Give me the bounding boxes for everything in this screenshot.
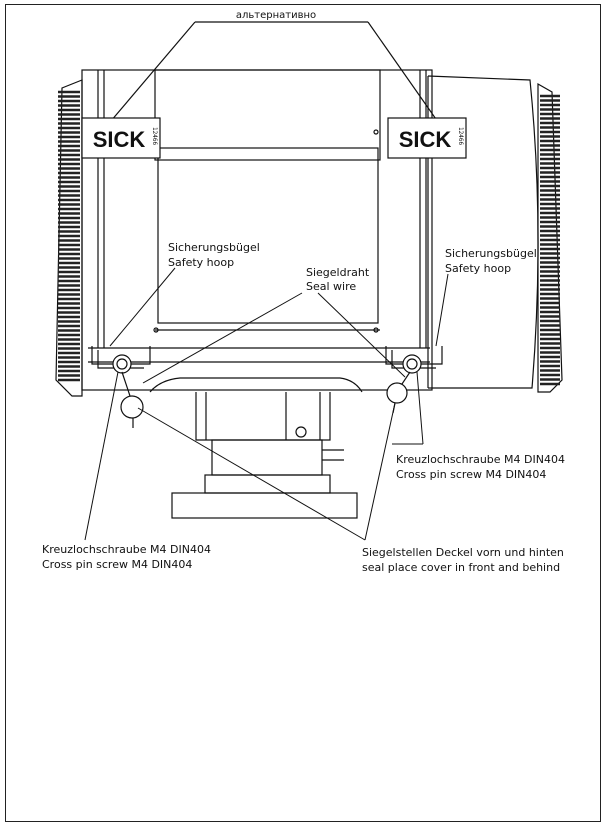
safety-hoop-left-de: Sicherungsbügel [168, 241, 260, 254]
safety-hoop-right-en: Safety hoop [445, 262, 511, 275]
seal-place-en: seal place cover in front and behind [362, 561, 560, 574]
drawing-frame [5, 4, 601, 822]
serial-left: 12466 [151, 127, 158, 145]
seal-wire-de: Siegeldraht [306, 266, 370, 279]
sick-logo-right: SICK 12466 [387, 117, 467, 159]
seal-place-de: Siegelstellen Deckel vorn und hinten [362, 546, 564, 559]
top-label: альтернативно [236, 10, 316, 21]
logo-text-right: SICK [399, 127, 452, 152]
seal-right [386, 371, 411, 414]
safety-hoop-right-de: Sicherungsbügel [445, 247, 537, 260]
seal-left [120, 371, 144, 428]
safety-hoop-left-en: Safety hoop [168, 256, 234, 269]
serial-right: 12466 [457, 127, 464, 145]
leader-lines [84, 267, 449, 541]
safety-hoop-left [91, 346, 151, 374]
mounting-flange [149, 377, 363, 519]
screw-left-en: Cross pin screw M4 DIN404 [42, 558, 192, 571]
main-housing [81, 69, 433, 391]
right-cooling-fins [537, 82, 563, 393]
logo-text-left: SICK [93, 127, 146, 152]
safety-hoop-right [385, 346, 443, 374]
screw-left-de: Kreuzlochschraube M4 DIN404 [42, 543, 211, 556]
screw-right-en: Cross pin screw M4 DIN404 [396, 468, 546, 481]
sick-logo-left: SICK 12466 [81, 117, 161, 159]
right-housing [427, 75, 539, 389]
seal-wire-en: Seal wire [306, 280, 356, 293]
screw-right-de: Kreuzlochschraube M4 DIN404 [396, 453, 565, 466]
left-cooling-fins [55, 79, 83, 397]
